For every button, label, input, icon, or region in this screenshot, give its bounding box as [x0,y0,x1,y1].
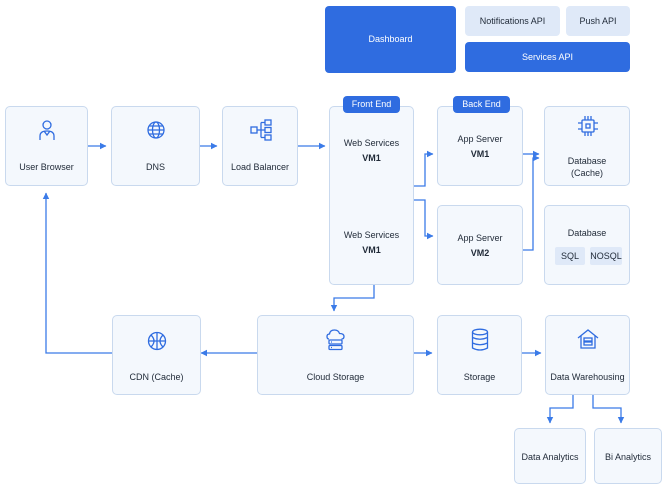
user-icon [39,120,55,140]
web-services-2-vm: VM1 [362,245,381,255]
arrow-app2-to-dbcache [523,154,540,251]
user-browser-node[interactable]: User Browser [5,106,88,186]
sql-chip: SQL [555,247,585,265]
cloud-storage-label: Cloud Storage [306,372,365,382]
data-warehousing-label: Data Warehousing [550,372,625,382]
database-node[interactable]: Database SQL NOSQL [544,205,630,285]
data-warehousing-node[interactable]: Data Warehousing [545,315,630,395]
app-server-2-vm: VM2 [470,248,490,258]
app-server-1-node[interactable]: App Server VM1 [437,106,523,186]
cloud-storage-node[interactable]: Cloud Storage [257,315,414,395]
storage-node[interactable]: Storage [437,315,522,395]
database-cylinder-icon [471,328,489,351]
arrow-warehouse-to-bi [592,395,625,424]
network-globe-icon [147,331,167,351]
cloud-server-icon [326,329,345,351]
database-cache-label-1: Database [567,156,607,166]
database-cache-node[interactable]: Database (Cache) [544,106,630,186]
web-services-2-title: Web Services [343,230,400,240]
front-end-label: Front End [351,99,392,109]
services-api-label: Services API [521,52,574,62]
arrow-frontend-to-cloud [330,285,375,312]
dns-node[interactable]: DNS [111,106,200,186]
back-end-label: Back End [462,99,501,109]
app-server-2-title: App Server [457,233,503,243]
front-end-pill: Front End [343,96,400,113]
data-analytics-label: Data Analytics [521,452,579,462]
app-server-1-vm: VM1 [470,149,490,159]
globe-icon [147,121,165,139]
hierarchy-icon [250,119,272,141]
front-end-container: Web Services VM1 Web Services VM1 [329,106,414,285]
database-cache-label-2: (Cache) [570,168,603,178]
nosql-chip: NOSQL [590,247,622,265]
services-api-box[interactable]: Services API [465,42,630,72]
arrow-warehouse-to-analytics [546,395,574,424]
dns-label: DNS [145,162,165,172]
app-server-1-title: App Server [457,134,503,144]
chip-icon [578,116,598,136]
arrow-web-to-app1 [414,150,434,187]
notifications-api-label: Notifications API [479,16,546,26]
dashboard-label: Dashboard [368,34,413,44]
back-end-pill: Back End [453,96,510,113]
data-analytics-node[interactable]: Data Analytics [514,428,586,484]
load-balancer-node[interactable]: Load Balancer [222,106,298,186]
notifications-api-box[interactable]: Notifications API [465,6,560,36]
warehouse-icon [577,329,599,349]
storage-label: Storage [463,372,496,382]
bi-analytics-node[interactable]: Bi Analytics [594,428,662,484]
web-services-1-vm: VM1 [362,153,381,163]
bi-analytics-label: Bi Analytics [604,452,652,462]
arrow-web-to-app2 [414,199,434,240]
load-balancer-label: Load Balancer [230,162,290,172]
database-title: Database [567,228,607,238]
web-services-1-title: Web Services [343,138,400,148]
cdn-node[interactable]: CDN (Cache) [112,315,201,395]
dashboard-box[interactable]: Dashboard [325,6,456,73]
cdn-label: CDN (Cache) [129,372,184,382]
user-browser-label: User Browser [19,162,74,172]
app-server-2-node[interactable]: App Server VM2 [437,205,523,285]
push-api-label: Push API [579,16,617,26]
push-api-box[interactable]: Push API [566,6,630,36]
arrow-cdn-to-browser [42,192,112,354]
